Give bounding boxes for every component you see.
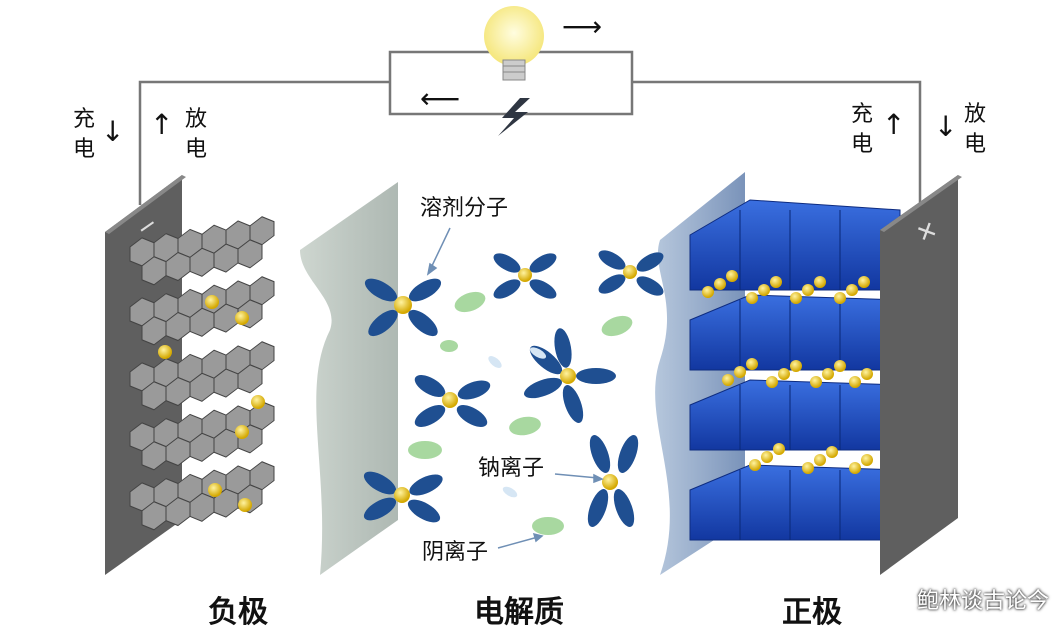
right-discharge-arrow: ↓ — [934, 110, 958, 143]
right-charge-label: 充电 — [850, 102, 873, 157]
negative-electrode-label: 负极 — [208, 595, 268, 630]
solvent-label: 溶剂分子 — [420, 196, 509, 221]
sodium-ion-label: 钠离子 — [478, 456, 545, 481]
left-charge-label: 充电 — [72, 107, 95, 162]
anode-sodium-ions — [158, 295, 265, 512]
right-charge-arrow: ↑ — [882, 108, 906, 141]
current-arrow-top: ⟶ — [562, 10, 603, 43]
anion-label: 阴离子 — [422, 540, 489, 565]
cathode-layers — [689, 199, 901, 541]
label-pointers — [426, 227, 604, 549]
current-arrow-bottom: ⟵ — [420, 82, 461, 115]
left-charge-arrow: ↓ — [101, 115, 125, 148]
anions — [408, 291, 633, 535]
watermark: 鲍林谈古论今 — [916, 589, 1049, 614]
cathode-sodium-chains — [702, 270, 873, 474]
electrolyte-label: 电解质 — [474, 595, 564, 630]
positive-current-collector — [880, 175, 958, 575]
positive-electrode-label: 正极 — [782, 595, 842, 630]
solvent-molecules — [363, 250, 664, 527]
right-discharge-label: 放电 — [963, 102, 986, 157]
circuit-wires — [138, 50, 922, 205]
light-bulb-icon — [484, 6, 544, 81]
lightning-icon — [498, 98, 530, 136]
left-discharge-arrow: ↑ — [150, 108, 174, 141]
left-discharge-label: 放电 — [184, 107, 207, 162]
